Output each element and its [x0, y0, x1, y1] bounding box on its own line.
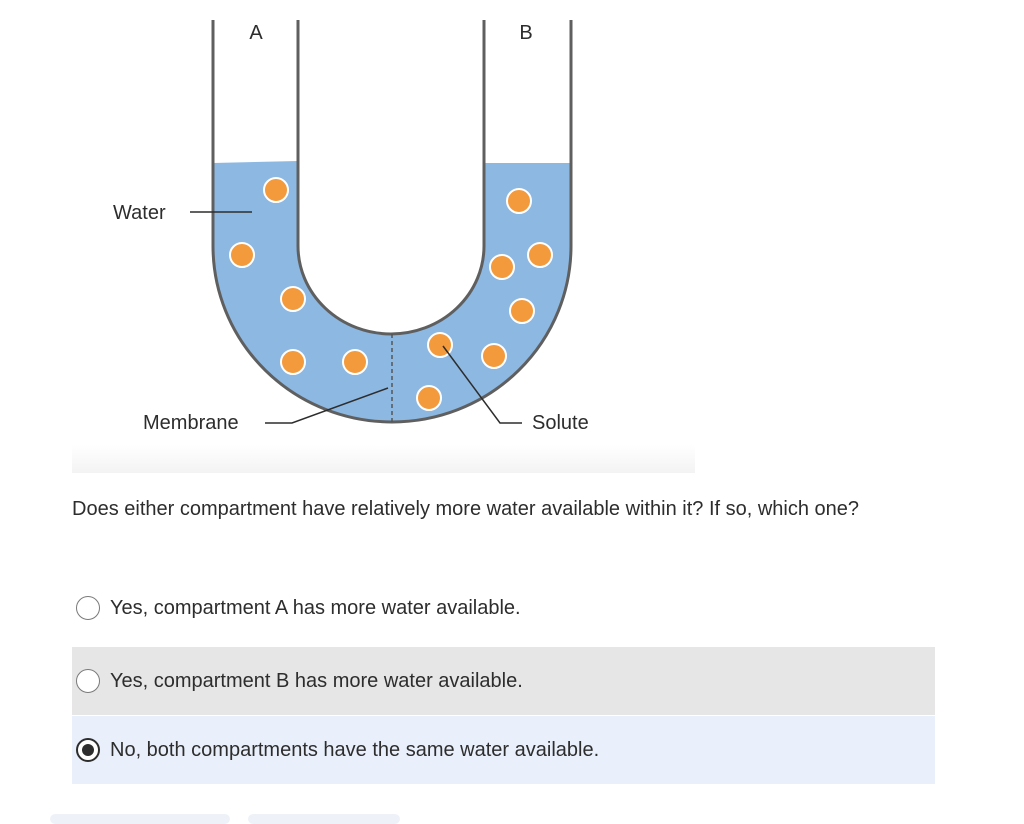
- u-tube-diagram: A B Water Membrane Solute: [113, 20, 589, 434]
- solute-particle: [509, 298, 535, 324]
- solute-particle: [527, 242, 553, 268]
- solute-particle: [280, 349, 306, 375]
- membrane-label: Membrane: [143, 412, 239, 434]
- solute-particle: [280, 286, 306, 312]
- bottom-action-button[interactable]: [50, 814, 230, 824]
- solute-label: Solute: [532, 412, 589, 434]
- compartment-a-label: A: [249, 22, 263, 44]
- answer-option-label: Yes, compartment A has more water availa…: [110, 596, 521, 619]
- membrane-leader-line: [265, 387, 389, 424]
- water-label: Water: [113, 202, 166, 224]
- solute-leader-line: [442, 345, 522, 424]
- solute-particles: [229, 177, 553, 411]
- answer-option-label: Yes, compartment B has more water availa…: [110, 669, 523, 692]
- answer-option-label: No, both compartments have the same wate…: [110, 738, 600, 761]
- tube-inner-wall: [296, 20, 486, 336]
- solute-particle: [229, 242, 255, 268]
- solute-particle: [506, 188, 532, 214]
- radio-button[interactable]: [76, 669, 100, 693]
- figure-divider: [72, 445, 695, 473]
- solute-particle: [489, 254, 515, 280]
- answer-option-a[interactable]: Yes, compartment A has more water availa…: [72, 574, 935, 642]
- compartment-b-label: B: [519, 22, 532, 44]
- solute-particle: [342, 349, 368, 375]
- question-text: Does either compartment have relatively …: [72, 498, 860, 520]
- solute-particle: [416, 385, 442, 411]
- solute-particle: [481, 343, 507, 369]
- answer-option-same[interactable]: No, both compartments have the same wate…: [72, 716, 935, 784]
- radio-button[interactable]: [76, 596, 100, 620]
- solute-particle: [263, 177, 289, 203]
- radio-button-selected[interactable]: [76, 738, 100, 762]
- bottom-action-button[interactable]: [248, 814, 400, 824]
- radio-selected-dot: [82, 744, 94, 756]
- answer-option-b[interactable]: Yes, compartment B has more water availa…: [72, 647, 935, 715]
